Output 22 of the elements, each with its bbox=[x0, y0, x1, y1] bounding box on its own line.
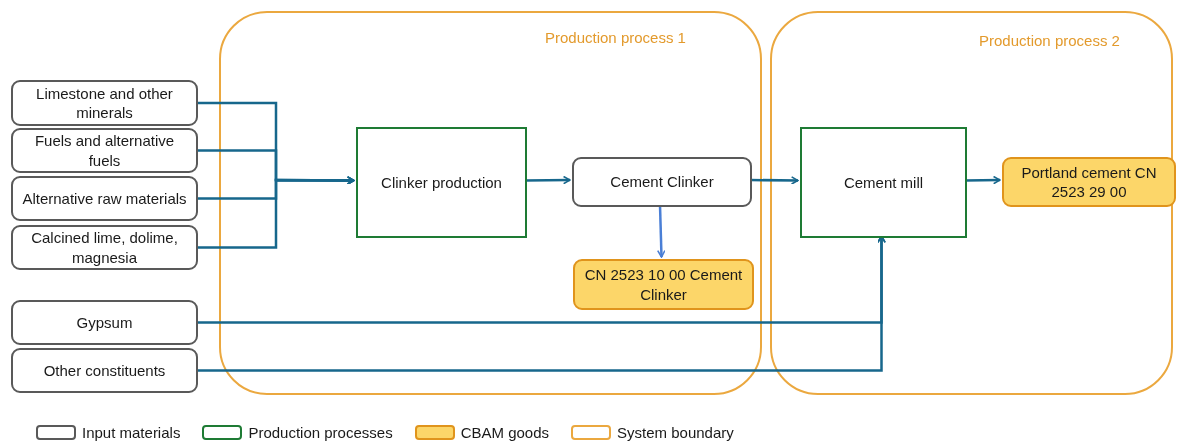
product-box: Portland cement CN 2523 29 00 bbox=[1002, 157, 1176, 207]
arrow bbox=[656, 204, 666, 258]
boundary-title: Production process 2 bbox=[979, 32, 1120, 49]
legend-label: Input materials bbox=[82, 424, 181, 441]
system-boundary bbox=[770, 11, 1173, 395]
arrow bbox=[750, 176, 799, 185]
input-material-box: Alternative raw materials bbox=[11, 176, 198, 221]
input-material-box: Other constituents bbox=[11, 348, 198, 393]
input-material-box: Gypsum bbox=[11, 300, 198, 345]
legend-label: System boundary bbox=[617, 424, 734, 441]
process-box: Cement mill bbox=[800, 127, 967, 238]
legend-label: CBAM goods bbox=[460, 424, 549, 441]
legend-label: Production processes bbox=[248, 424, 393, 441]
input-material-box: Limestone and other minerals bbox=[11, 80, 198, 126]
process-box: Clinker production bbox=[356, 127, 527, 238]
input-material-box: Fuels and alternative fuels bbox=[11, 128, 198, 173]
system-boundary bbox=[219, 11, 762, 395]
product-box: CN 2523 10 00 Cement Clinker bbox=[573, 259, 754, 310]
input-material-box: Cement Clinker bbox=[572, 157, 752, 207]
boundary-title: Production process 1 bbox=[545, 29, 686, 46]
arrow bbox=[198, 176, 355, 249]
input-material-box: Calcined lime, dolime, magnesia bbox=[11, 225, 198, 270]
